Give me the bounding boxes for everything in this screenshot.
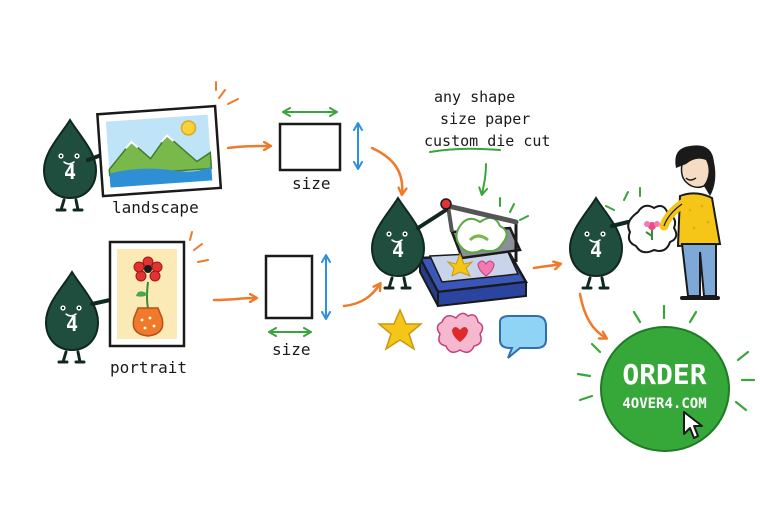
die-cut-note-line3: custom die cut: [424, 132, 551, 150]
portrait-photo: [108, 240, 186, 348]
size-box-landscape: [278, 107, 363, 172]
die-cut-note-line2: size paper: [440, 110, 531, 128]
arrow-landscape-to-size: [226, 146, 270, 148]
order-button-site: 4OVER4.COM: [622, 396, 707, 412]
die-cut-note-line1: any shape: [434, 88, 516, 106]
mascot-portrait: [44, 270, 112, 364]
mascot-press-operator: [370, 196, 448, 290]
label-landscape: landscape: [112, 198, 199, 217]
sample-shape-heart-badge: [436, 312, 484, 353]
die-cut-press: [417, 197, 529, 308]
mascot-portrait-digit: 4: [65, 312, 79, 336]
sample-shape-speech-bubble: [499, 315, 547, 359]
label-size-portrait: size: [272, 340, 311, 359]
mouse-pointer-icon: [683, 411, 703, 439]
arrow-to-order: [578, 292, 606, 338]
arrow-note-to-press: [478, 163, 489, 196]
mascot-landscape-digit: 4: [63, 160, 77, 184]
arrow-press-to-delivery: [532, 264, 560, 268]
label-size-landscape: size: [292, 174, 331, 193]
size-box-portrait: [264, 254, 331, 337]
mascot-delivery: [568, 196, 630, 290]
sample-shape-star: [376, 308, 424, 351]
order-burst-marks: [576, 304, 756, 412]
landscape-photo: [96, 104, 223, 198]
arrow-portrait-to-size: [212, 298, 256, 300]
arrow-size-to-press-bottom: [342, 284, 380, 308]
arrow-size-to-press-top: [370, 146, 402, 194]
mascot-delivery-digit: 4: [589, 238, 603, 262]
label-portrait: portrait: [110, 358, 188, 377]
customer-figure: [659, 145, 722, 300]
order-button[interactable]: ORDER 4OVER4.COM: [600, 326, 730, 452]
order-button-title: ORDER: [622, 358, 707, 391]
mascot-press-digit: 4: [391, 238, 405, 262]
note-underline: [429, 147, 501, 153]
